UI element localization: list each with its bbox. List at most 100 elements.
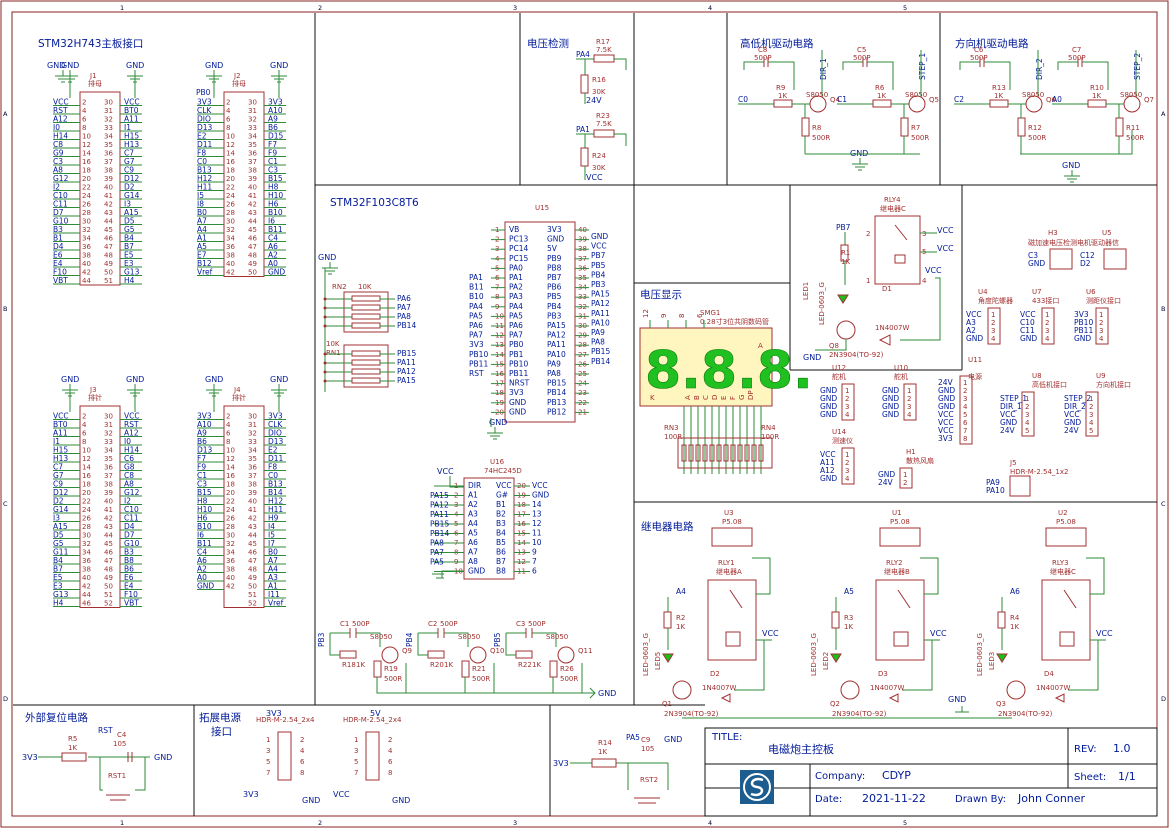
g-j1-right-net: D12 xyxy=(124,174,140,183)
rly4-body xyxy=(874,215,921,285)
u9-pin-num: 5 xyxy=(1089,427,1093,435)
u12-body xyxy=(841,383,855,421)
b3-c-value: 500P xyxy=(528,620,546,628)
g-j3-pin-r: 52 xyxy=(104,600,113,608)
u16-left-pin: A2 xyxy=(468,500,478,509)
frame-row-right: B xyxy=(1161,305,1165,313)
relay-2-conn-val: P5.08 xyxy=(890,518,910,526)
g-j2-pin-r: 49 xyxy=(248,260,257,268)
frame-col-top: 1 xyxy=(120,4,124,12)
u8-pin-num: 4 xyxy=(1025,419,1030,427)
g-j3-right-net: D4 xyxy=(124,522,135,531)
reset-circuit: 3V3 R5 1K RST C4 105 GND RST1 xyxy=(22,726,172,801)
expand-a-top: 3V3 xyxy=(266,709,282,718)
reset2-circuit: 3V3 R14 1K PA5 C9 105 GND RST2 xyxy=(553,733,682,804)
rn2-net: PA8 xyxy=(397,312,411,321)
led1-label: LED1 xyxy=(802,282,810,300)
u12-pin: GND xyxy=(820,394,837,403)
smg1-seg-pin: A xyxy=(684,395,692,400)
g-j3-left-net: I3 xyxy=(53,514,60,523)
frame-col-top: 3 xyxy=(513,4,517,12)
u10-pin-num: 1 xyxy=(907,387,911,395)
title-label: TITLE: xyxy=(711,732,742,743)
g-j2-right-net: F9 xyxy=(268,149,277,158)
title-block: TITLE: 电磁炮主控板 REV: 1.0 Company: CDYP She… xyxy=(704,727,1158,817)
g-j2-pin-r: 31 xyxy=(248,107,257,115)
g-j2-pin-r: 50 xyxy=(248,269,257,277)
u16-ext-right: 10 xyxy=(532,538,542,547)
g-j4-right-net: H12 xyxy=(268,497,283,506)
c4-label: C4 xyxy=(117,731,127,739)
b3-in: PB5 xyxy=(493,632,502,647)
g-j3-pin-r: 50 xyxy=(104,583,113,591)
g-j1-pin: 22 xyxy=(82,184,91,192)
led1-symbol xyxy=(837,294,849,304)
d1-value: 1N4007W xyxy=(875,324,910,332)
g-j2-left-net: H12 xyxy=(197,174,212,183)
g-j2-right-net: A9 xyxy=(268,115,278,124)
relay-3-q-value: 2N3904(TO-92) xyxy=(998,710,1053,718)
b1-in: PB3 xyxy=(317,632,326,647)
dr2-q-value: S8050 xyxy=(1120,91,1142,99)
frame-col-bottom: 4 xyxy=(708,819,712,827)
g-j1-pin: 34 xyxy=(82,235,91,243)
u11-pin: VCC xyxy=(938,410,954,419)
q8-label: Q8 xyxy=(829,342,839,350)
g-j3-pin: 46 xyxy=(82,600,91,608)
dr2-c-label: C7 xyxy=(1072,46,1081,54)
u4-pin: VCC xyxy=(966,310,982,319)
u15-right-pin: PB12 xyxy=(547,407,566,416)
rly4-vcc-b: VCC xyxy=(937,244,954,253)
g-j1-pin-r: 32 xyxy=(104,116,113,124)
u16-left-pin: A8 xyxy=(468,557,478,566)
board-title: 电磁炮主控板 xyxy=(768,742,834,756)
section-title-dir-driver: 方向机驱动电路 xyxy=(955,37,1029,50)
rst-net-label: RST xyxy=(98,726,113,735)
relay-1-d-label: D2 xyxy=(710,670,720,678)
dr1-cap xyxy=(979,57,985,67)
h1-pin: GND xyxy=(878,470,895,479)
u12-pin-num: 4 xyxy=(845,411,850,419)
g-j3-right-net: E4 xyxy=(124,582,134,591)
g-j1-pin: 8 xyxy=(82,124,86,132)
g-j3-left-net: H15 xyxy=(53,446,68,455)
u16-right-pin: B7 xyxy=(496,557,506,566)
gnd-label: GND xyxy=(126,375,144,384)
g-j3-pin: 12 xyxy=(82,455,91,463)
g-j2-pin-r: 34 xyxy=(248,133,257,141)
g-j1-right-net: E5 xyxy=(124,251,134,260)
u11-pin-num: 8 xyxy=(963,435,967,443)
relay-3-vcc: VCC xyxy=(1096,629,1113,638)
b3-cap xyxy=(525,628,533,638)
smg1-top-pin: 8 xyxy=(678,314,686,318)
g-j1-left-net: G9 xyxy=(53,149,64,158)
u16-right-pin: B4 xyxy=(496,529,506,538)
g-j2-pin: 38 xyxy=(226,252,235,260)
b2-c-value: 500P xyxy=(440,620,458,628)
u4-desc: 角度陀螺器 xyxy=(978,296,1013,305)
frame-row-left: D xyxy=(3,695,8,703)
g-j4-left-net: C4 xyxy=(197,548,207,557)
u15-right-pin: PA15 xyxy=(547,321,566,330)
u16-right-pin: B2 xyxy=(496,510,506,519)
hl2-rb-value: 500R xyxy=(911,134,929,142)
smg1-body xyxy=(639,327,773,407)
g-j3-pin-r: 31 xyxy=(104,421,113,429)
u16-ext-left: PB14 xyxy=(430,529,449,538)
g-j1-right-net: A15 xyxy=(124,208,139,217)
g-j3-pin: 22 xyxy=(82,498,91,506)
pa4-net-label: PA4 xyxy=(576,50,590,59)
g-j4-pin-r: 39 xyxy=(248,489,257,497)
u16-ext-right: 12 xyxy=(532,519,542,528)
u6-pin: PB10 xyxy=(1074,318,1093,327)
drawn-by-value: John Conner xyxy=(1017,792,1086,805)
g-j4-right-net: D13 xyxy=(268,437,284,446)
b2-q xyxy=(469,646,487,664)
u15-left-pin: PA5 xyxy=(509,311,523,320)
h3-pin-2: GND xyxy=(1028,259,1045,268)
svg-text:2: 2 xyxy=(866,230,870,238)
g-j2-left-net: Vref xyxy=(197,268,213,277)
g-j3-pin: 28 xyxy=(82,523,91,531)
g-j1-left-net: B3 xyxy=(53,225,63,234)
